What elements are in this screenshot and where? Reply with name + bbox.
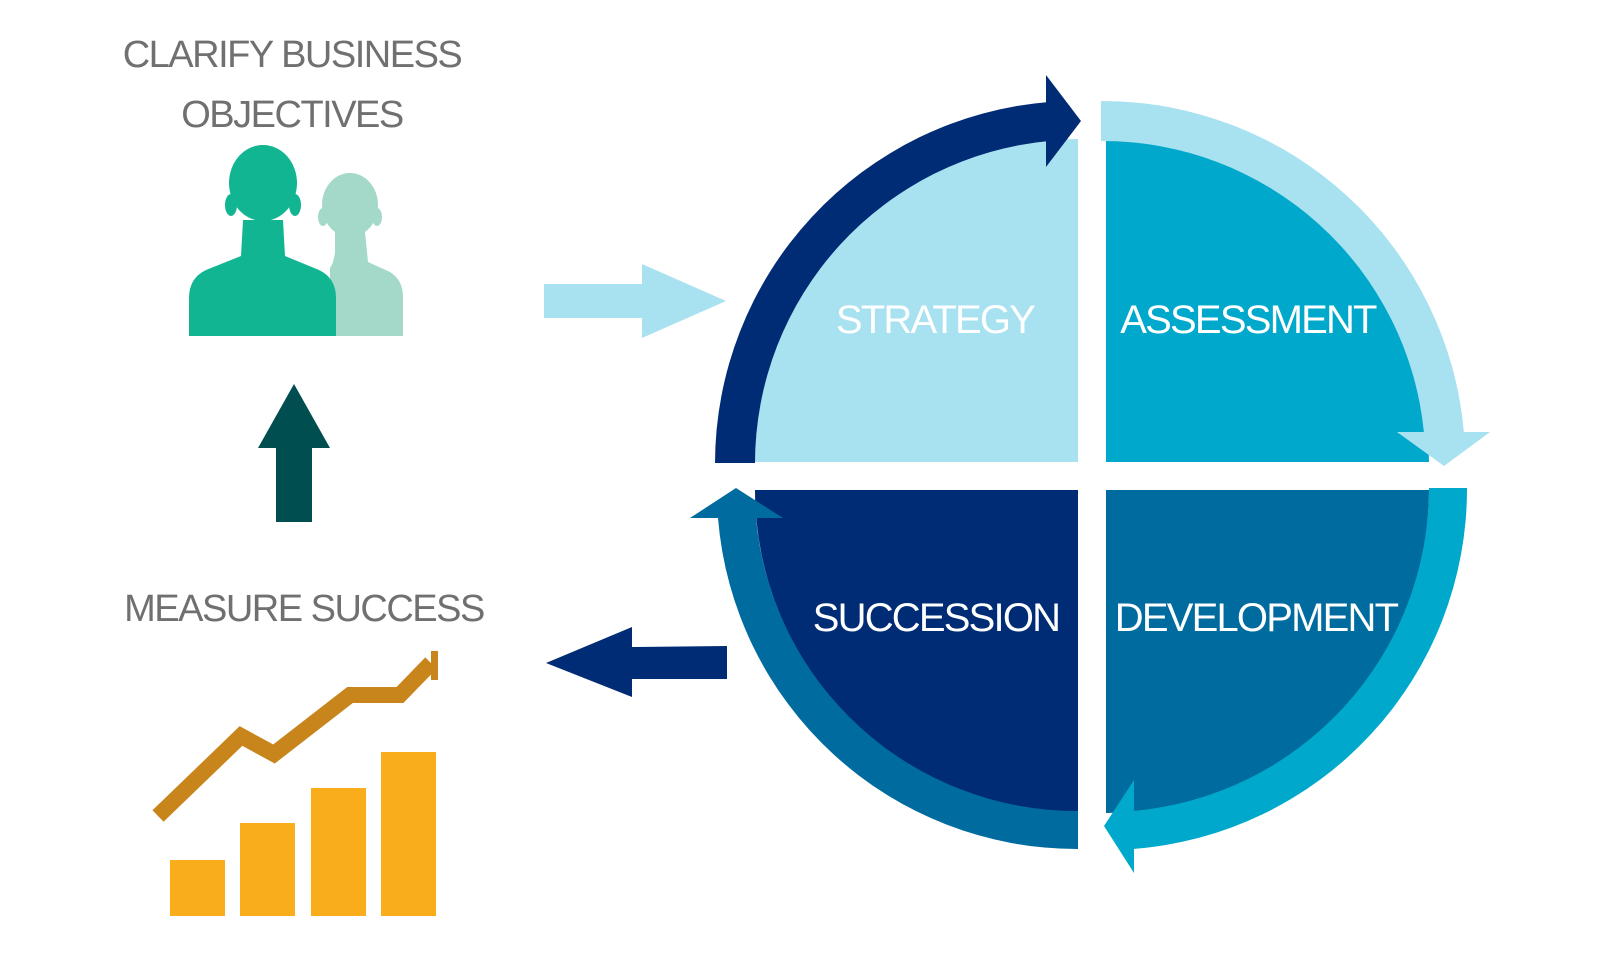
trend-line-cap [431, 651, 438, 680]
bar-2 [240, 823, 295, 916]
quadrant-development [1106, 490, 1429, 813]
arrow-development-to-succession-icon [1104, 488, 1468, 873]
trend-line [152, 657, 437, 822]
arrow-from-cycle-icon [546, 627, 727, 697]
bar-1 [170, 860, 225, 916]
person-secondary-icon [318, 173, 403, 336]
people-icon [189, 145, 403, 336]
cycle-arrows [690, 75, 1490, 873]
quadrant-strategy [755, 139, 1078, 462]
strategy-label: STRATEGY [836, 298, 1035, 342]
arrow-succession-to-strategy-icon [690, 488, 1078, 850]
cycle-quadrants [755, 139, 1429, 813]
assessment-label: ASSESSMENT [1120, 298, 1377, 342]
measure-success-label: MEASURE SUCCESS [124, 588, 484, 630]
quadrant-assessment [1106, 139, 1429, 462]
arrow-to-cycle-icon [544, 264, 726, 338]
quadrant-succession [755, 490, 1078, 813]
up-arrow-icon [258, 384, 330, 522]
arrow-strategy-to-assessment-icon [715, 75, 1081, 463]
clarify-objectives-line1: CLARIFY BUSINESS [123, 34, 462, 76]
succession-label: SUCCESSION [813, 596, 1060, 640]
clarify-objectives-heading: CLARIFY BUSINESS OBJECTIVES [123, 34, 463, 136]
growth-chart-icon [152, 651, 438, 916]
clarify-objectives-line2: OBJECTIVES [181, 94, 403, 136]
bar-4 [381, 752, 436, 916]
person-primary-icon [189, 145, 336, 336]
development-label: DEVELOPMENT [1115, 596, 1399, 640]
bar-3 [311, 788, 366, 916]
arrow-assessment-to-development-icon [1101, 100, 1490, 466]
